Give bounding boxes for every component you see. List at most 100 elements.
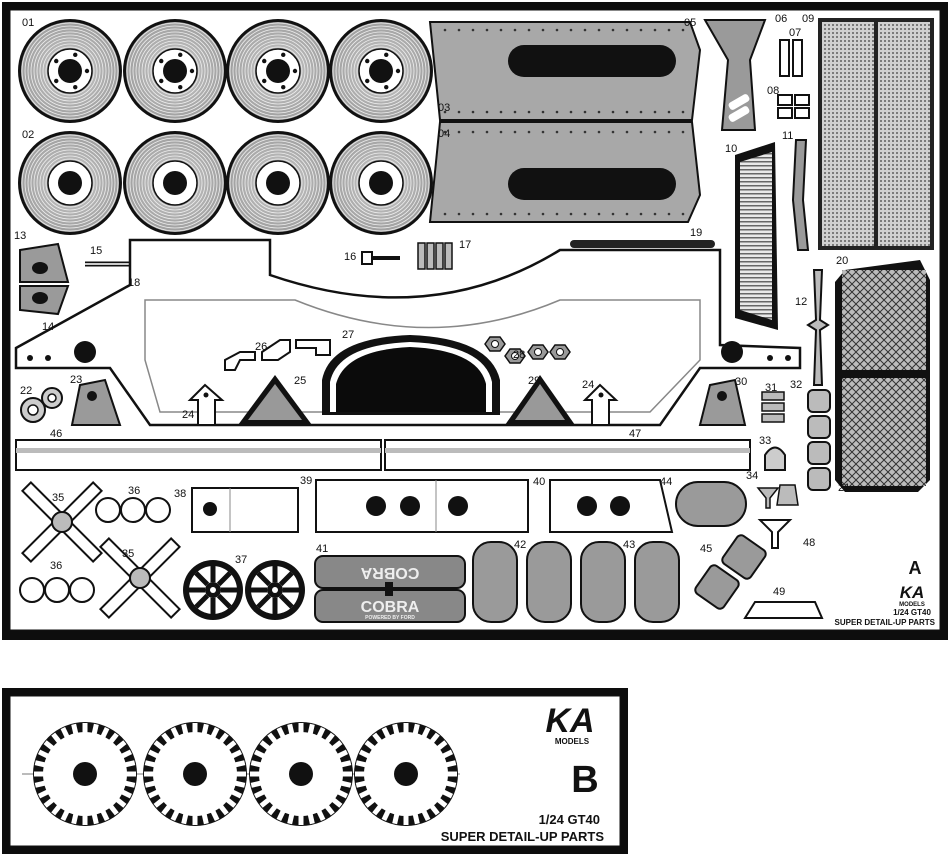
part-number: 47 [629,428,641,440]
part-number: 06 [775,13,787,25]
mirror-13-14 [19,242,70,316]
part-number: 46 [50,428,62,440]
part-number: 44 [660,476,672,488]
strip-49 [743,601,824,619]
part-number: 08 [767,85,779,97]
small-clips-06-07 [779,39,803,77]
sprocket-gear [33,722,137,826]
part-number: 24 [182,409,194,421]
radiator-grille-09 [818,18,934,250]
sheet-b-letter: B [571,759,598,801]
part-number: 32 [790,379,802,391]
part-number: 37 [235,554,247,566]
strip-11 [791,139,810,251]
sprocket-gear [143,722,247,826]
part-number: 14 [42,321,54,333]
rings-36 [19,497,171,603]
part-number: 10 [725,143,737,155]
part-number: 19 [690,227,702,239]
part-number: 30 [735,376,747,388]
part-number: 01 [22,17,34,29]
part-number: 48 [803,537,815,549]
sheet-b-brand: KA [545,702,594,740]
brackets-26 [224,339,331,371]
nut [484,336,506,352]
part-number: 29 [528,375,540,387]
part-number: 49 [773,586,785,598]
part-number: 03 [438,102,450,114]
sheet-a-letter: A [909,558,922,578]
plates-38-39-40 [191,479,747,533]
sheet-a-model: 1/24 GT40 [893,608,931,617]
sheet-b: KA MODELS B 1/24 GT40 SUPER DETAIL-UP PA… [2,688,628,854]
part-number: 38 [174,488,186,500]
brake-disc [226,19,330,123]
part-number: 15 [90,245,102,257]
bolt-16 [361,251,400,265]
part-number: 22 [20,385,32,397]
part-number: 16 [344,251,356,263]
fans-37 [183,560,305,620]
blocks-21-32 [807,389,831,491]
part-number: 20 [836,255,848,267]
part-number: 12 [795,296,807,308]
strips-46-47 [15,439,751,471]
rivet-dots-03-04 [443,28,685,216]
brake-disc [226,131,330,235]
pins-17 [417,242,453,270]
part-number: 27 [342,329,354,341]
washers-22 [20,387,63,423]
part-number: 36 [50,560,62,572]
strut-12 [806,269,830,386]
sprocket-gear [249,722,353,826]
vent-10 [735,142,778,330]
brake-disc [123,131,227,235]
cobra-plate-text: COBRA [360,564,419,581]
part-number: 31 [765,382,777,394]
sprocket-gear [354,722,458,826]
sprocket-gears [33,722,458,826]
brake-disc [123,19,227,123]
part-number: 13 [14,230,26,242]
instrument-hood-27 [322,335,500,415]
cobra-plate-text: COBRA [361,599,420,616]
nut [527,344,549,360]
part-number: 40 [533,476,545,488]
part-number: 36 [128,485,140,497]
part-number: 45 [700,543,712,555]
floor-panel-03 [428,21,702,121]
cross-bracket-35b [98,536,182,620]
part-number: 21 [838,482,850,494]
part-number: 43 [623,539,635,551]
part-number: 23 [70,374,82,386]
brake-disc [329,19,433,123]
brake-disc [18,131,122,235]
brake-discs [18,19,433,235]
part-number: 26 [255,341,267,353]
floor-panel-04 [428,121,702,223]
part-number: 34 [746,470,758,482]
part-number: 41 [316,543,328,555]
part-number: 33 [759,435,771,447]
fan [245,560,305,620]
sheet-a-subtitle: SUPER DETAIL-UP PARTS [835,618,936,627]
part-number: 18 [128,277,140,289]
part-number: 07 [789,27,801,39]
part-number: 25 [294,375,306,387]
diamonds-45 [694,534,767,610]
dashboard-frame-18 [14,238,802,427]
small-plates-08 [777,94,810,119]
part-number: 09 [802,13,814,25]
sheet-a-brand-sub: MODELS [899,602,925,608]
part-number: 04 [438,128,450,140]
clips-24 [187,383,619,426]
sheet-b-subtitle: SUPER DETAIL-UP PARTS [441,829,605,844]
sheet-b-model: 1/24 GT40 [539,812,600,827]
part-number: 24 [582,379,594,391]
part-number: 05 [684,17,696,29]
nut [549,344,571,360]
sheet-a-brand: KA [900,583,925,602]
cross-bracket-35a [20,480,104,564]
part-number: 39 [300,475,312,487]
